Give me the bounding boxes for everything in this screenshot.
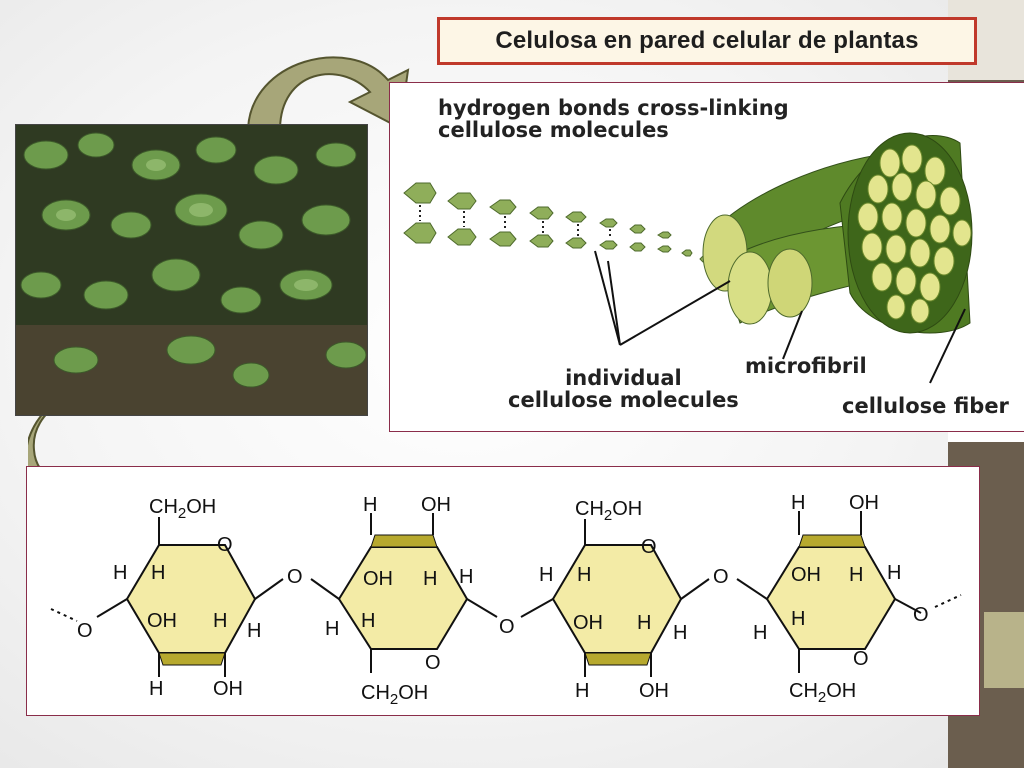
- r4-bottom-ch2oh: CH2OH: [789, 680, 856, 706]
- r4-h-right: H: [887, 562, 901, 584]
- end-o-right: O: [913, 604, 929, 626]
- label-individual-molecules: individual cellulose molecules: [508, 367, 739, 411]
- r3-h-right: H: [673, 622, 687, 644]
- cellulose-structure-panel: CH2OH O H H OH H H H OH O O H OH OH H H …: [26, 466, 980, 716]
- r4-top-h: H: [791, 492, 805, 514]
- r2-h-low: H: [361, 610, 375, 632]
- side-band-tan: [984, 612, 1024, 688]
- label-hbonds-line1: hydrogen bonds cross-linking: [438, 96, 789, 120]
- r4-h-low: H: [791, 608, 805, 630]
- bridge-o-2: O: [499, 616, 515, 638]
- r2-h-mid: H: [423, 568, 437, 590]
- r1-ch2oh: CH2OH: [149, 496, 216, 522]
- title-box: Celulosa en pared celular de plantas: [437, 17, 977, 65]
- r1-h-right: H: [247, 620, 261, 642]
- r2-ring-o: O: [425, 652, 441, 674]
- r1-bottom-h: H: [149, 678, 163, 700]
- ring-2: [310, 513, 498, 673]
- r3-ring-o: O: [641, 536, 657, 558]
- label-individual-line1: individual: [565, 366, 682, 390]
- bridge-o-3: O: [713, 566, 729, 588]
- plant-photo: [15, 124, 368, 416]
- r2-h-left: H: [325, 618, 339, 640]
- r2-oh-mid: OH: [363, 568, 393, 590]
- r1-bottom-oh: OH: [213, 678, 243, 700]
- r3-left-h: H: [539, 564, 553, 586]
- r3-bottom-h: H: [575, 680, 589, 702]
- r1-oh-low: OH: [147, 610, 177, 632]
- end-o-left: O: [77, 620, 93, 642]
- r2-bottom-ch2oh: CH2OH: [361, 682, 428, 708]
- ring-4: [736, 511, 922, 673]
- curved-arrow-top: [246, 56, 410, 131]
- r1-ring-o: O: [217, 534, 233, 556]
- label-individual-line2: cellulose molecules: [508, 388, 739, 413]
- slide-title: Celulosa en pared celular de plantas: [495, 27, 919, 54]
- r1-inner-h: H: [151, 562, 165, 584]
- label-cellulose-fiber: cellulose fiber: [842, 394, 1009, 418]
- r3-h-low-right: H: [637, 612, 651, 634]
- r4-h-left: H: [753, 622, 767, 644]
- fiber-diagram-panel: hydrogen bonds cross-linking cellulose m…: [389, 82, 1024, 432]
- r1-h-low-right: H: [213, 610, 227, 632]
- r3-inner-h: H: [577, 564, 591, 586]
- r3-oh-low: OH: [573, 612, 603, 634]
- label-hydrogen-bonds: hydrogen bonds cross-linking cellulose m…: [438, 97, 789, 141]
- r4-oh-mid: OH: [791, 564, 821, 586]
- r4-top-oh: OH: [849, 492, 879, 514]
- r3-ch2oh: CH2OH: [575, 498, 642, 524]
- ring-3: [520, 519, 710, 677]
- r4-ring-o: O: [853, 648, 869, 670]
- label-hbonds-line2: cellulose molecules: [438, 118, 669, 143]
- r4-h-mid: H: [849, 564, 863, 586]
- bridge-o-1: O: [287, 566, 303, 588]
- r2-top-h: H: [363, 494, 377, 516]
- r2-h-right: H: [459, 566, 473, 588]
- r1-left-h: H: [113, 562, 127, 584]
- r3-bottom-oh: OH: [639, 680, 669, 702]
- ring-1: [96, 517, 284, 677]
- r2-top-oh: OH: [421, 494, 451, 516]
- label-microfibril: microfibril: [745, 354, 867, 378]
